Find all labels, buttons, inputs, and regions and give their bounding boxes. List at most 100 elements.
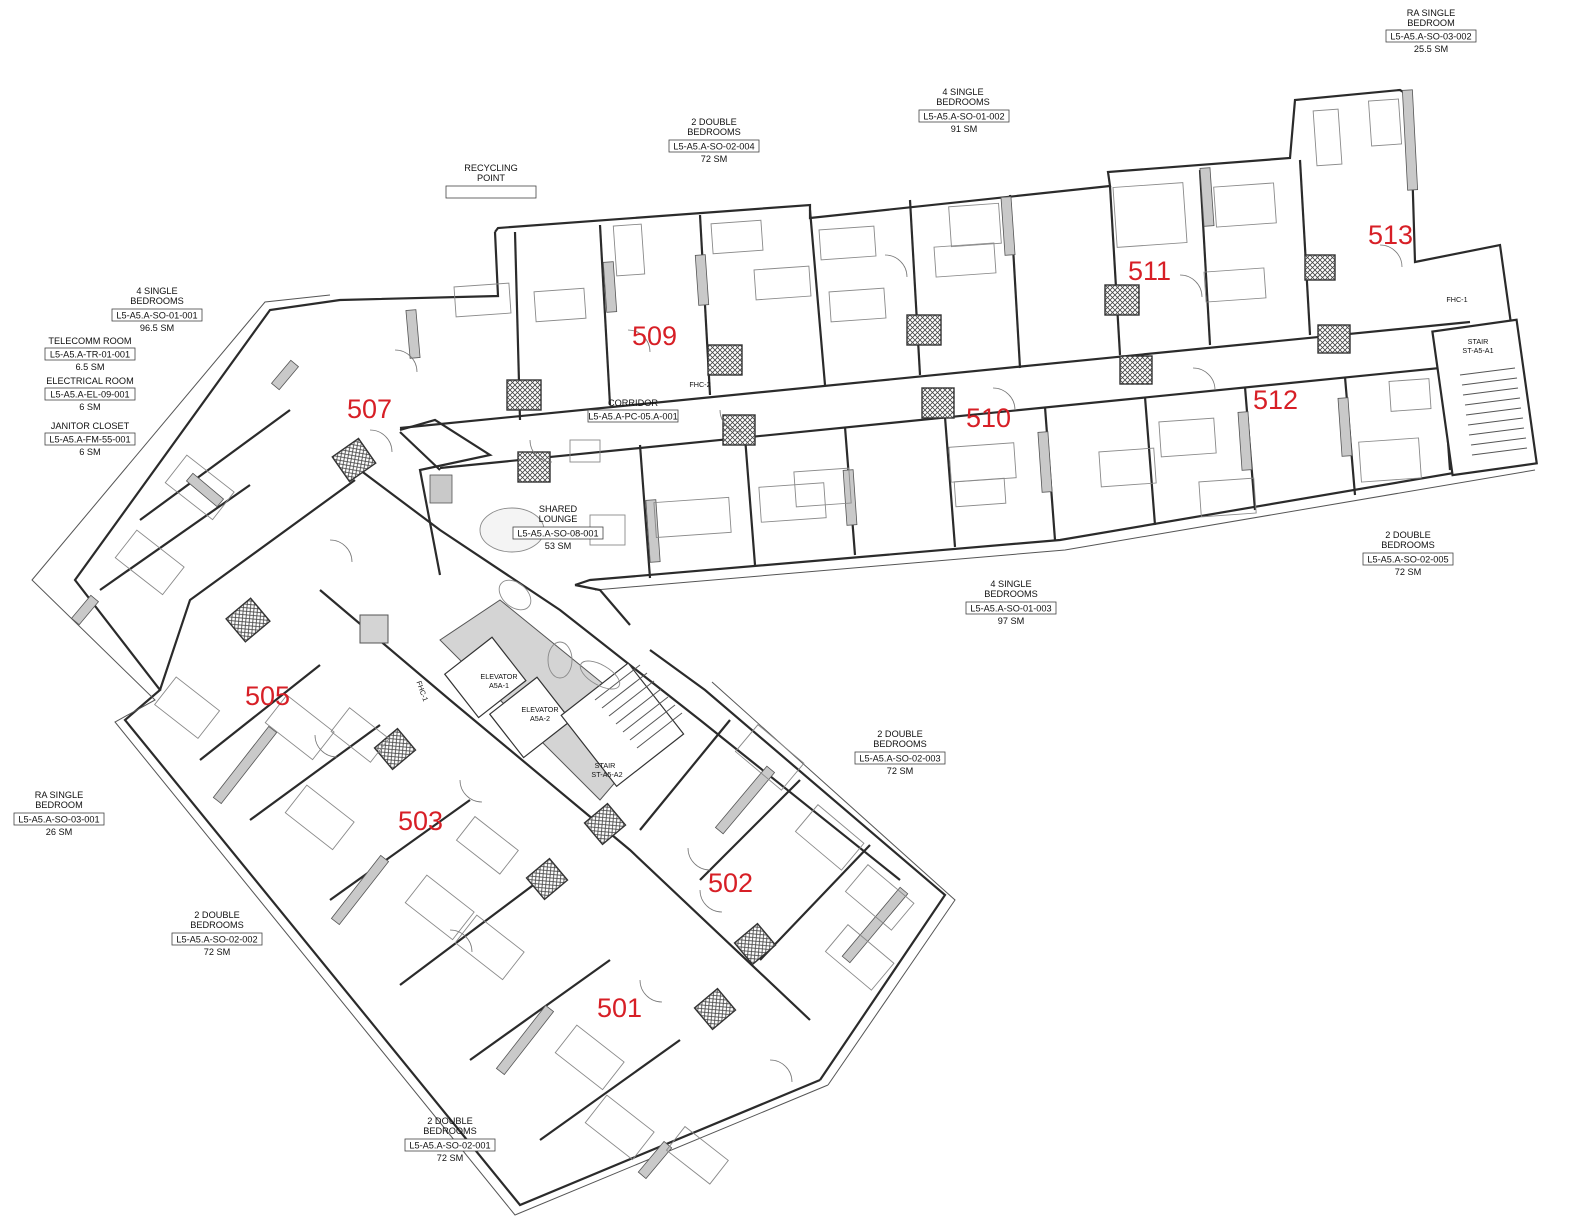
svg-text:L5-A5.A-FM-55-001: L5-A5.A-FM-55-001 (49, 435, 130, 445)
label-fhc-2: FHC-2 (689, 380, 710, 389)
svg-text:4 SINGLE: 4 SINGLE (942, 87, 983, 97)
svg-text:BEDROOMS: BEDROOMS (687, 127, 741, 137)
svg-text:53 SM: 53 SM (545, 541, 572, 551)
svg-text:CORRIDOR: CORRIDOR (608, 398, 658, 408)
label-elevator-1: ELEVATOR (480, 672, 517, 681)
svg-text:BEDROOMS: BEDROOMS (423, 1126, 477, 1136)
svg-text:L5-A5.A-TR-01-001: L5-A5.A-TR-01-001 (50, 350, 130, 360)
svg-text:L5-A5.A-SO-03-001: L5-A5.A-SO-03-001 (18, 815, 99, 825)
svg-text:POINT: POINT (477, 173, 505, 183)
label-ra-single-bedroom-002: RA SINGLE BEDROOM L5-A5.A-SO-03-002 25.5… (1385, 8, 1477, 54)
svg-text:L5-A5.A-EL-09-001: L5-A5.A-EL-09-001 (50, 390, 129, 400)
label-4-single-bedrooms-001: 4 SINGLE BEDROOMS L5-A5.A-SO-01-001 96.5… (111, 286, 203, 333)
label-corridor: CORRIDOR L5-A5.A-PC-05.A-001 (587, 398, 679, 423)
room-number-510: 510 (966, 403, 1011, 433)
room-number-505: 505 (245, 681, 290, 711)
label-2-double-bedrooms-002: 2 DOUBLE BEDROOMS L5-A5.A-SO-02-002 72 S… (171, 910, 263, 957)
label-4-single-bedrooms-003: 4 SINGLE BEDROOMS L5-A5.A-SO-01-003 97 S… (965, 579, 1057, 626)
svg-text:2 DOUBLE: 2 DOUBLE (427, 1116, 472, 1126)
label-fhc-1-east: FHC-1 (1446, 295, 1467, 304)
svg-text:RA SINGLE: RA SINGLE (35, 790, 84, 800)
svg-text:RA SINGLE: RA SINGLE (1407, 8, 1456, 18)
svg-text:ELECTRICAL ROOM: ELECTRICAL ROOM (46, 376, 133, 386)
svg-text:L5-A5.A-SO-08-001: L5-A5.A-SO-08-001 (517, 529, 598, 539)
svg-text:BEDROOMS: BEDROOMS (984, 589, 1038, 599)
svg-text:L5-A5.A-PC-05.A-001: L5-A5.A-PC-05.A-001 (588, 412, 677, 422)
room-number-502: 502 (708, 868, 753, 898)
space-labels: RA SINGLE BEDROOM L5-A5.A-SO-03-002 25.5… (13, 8, 1477, 1163)
label-ra-single-bedroom-001: RA SINGLE BEDROOM L5-A5.A-SO-03-001 26 S… (13, 790, 105, 837)
room-numbers: 501 502 503 505 507 509 510 511 512 513 (245, 220, 1413, 1023)
svg-text:BEDROOMS: BEDROOMS (873, 739, 927, 749)
furniture (114, 98, 1432, 1185)
doors (314, 244, 1403, 1083)
label-elevator-2: ELEVATOR (521, 705, 558, 714)
label-telecomm-room: TELECOMM ROOM L5-A5.A-TR-01-001 6.5 SM (44, 336, 136, 372)
label-2-double-bedrooms-004: 2 DOUBLE BEDROOMS L5-A5.A-SO-02-004 72 S… (668, 117, 760, 164)
svg-text:2 DOUBLE: 2 DOUBLE (877, 729, 922, 739)
svg-text:LOUNGE: LOUNGE (539, 514, 578, 524)
svg-text:97 SM: 97 SM (998, 616, 1025, 626)
svg-text:6 SM: 6 SM (79, 447, 100, 457)
label-stair-a2-code: ST-A5-A2 (591, 770, 622, 779)
room-number-507: 507 (347, 394, 392, 424)
closets (70, 89, 1419, 1180)
label-elevator-2-code: A5A-2 (530, 714, 550, 723)
svg-text:L5-A5.A-SO-01-003: L5-A5.A-SO-01-003 (970, 604, 1051, 614)
label-recycling-point: RECYCLING POINT (445, 163, 537, 199)
label-2-double-bedrooms-001: 2 DOUBLE BEDROOMS L5-A5.A-SO-02-001 72 S… (404, 1116, 496, 1163)
svg-text:72 SM: 72 SM (204, 947, 231, 957)
svg-text:L5-A5.A-SO-03-002: L5-A5.A-SO-03-002 (1390, 32, 1471, 42)
label-janitor-closet: JANITOR CLOSET L5-A5.A-FM-55-001 6 SM (44, 421, 136, 457)
room-number-501: 501 (597, 993, 642, 1023)
svg-text:4 SINGLE: 4 SINGLE (990, 579, 1031, 589)
svg-text:BEDROOM: BEDROOM (35, 800, 82, 810)
svg-text:2 DOUBLE: 2 DOUBLE (691, 117, 736, 127)
svg-text:BEDROOM: BEDROOM (1407, 18, 1454, 28)
room-number-509: 509 (632, 321, 677, 351)
label-stair-a1-code: ST-A5-A1 (1462, 346, 1493, 355)
core-labels: STAIR ST-A5-A1 STAIR ST-A5-A2 ELEVATOR A… (415, 295, 1494, 779)
svg-text:L5-A5.A-SO-02-003: L5-A5.A-SO-02-003 (859, 754, 940, 764)
svg-text:L5-A5.A-SO-02-004: L5-A5.A-SO-02-004 (673, 142, 754, 152)
svg-text:72 SM: 72 SM (887, 766, 914, 776)
svg-text:72 SM: 72 SM (1395, 567, 1422, 577)
svg-text:L5-A5.A-SO-02-001: L5-A5.A-SO-02-001 (409, 1141, 490, 1151)
room-number-503: 503 (398, 806, 443, 836)
svg-text:TELECOMM ROOM: TELECOMM ROOM (48, 336, 131, 346)
unit-partitions (99, 159, 1452, 1141)
shafts (225, 254, 1351, 1031)
svg-text:91 SM: 91 SM (951, 124, 978, 134)
svg-text:L5-A5.A-SO-01-001: L5-A5.A-SO-01-001 (116, 311, 197, 321)
svg-text:SHARED: SHARED (539, 504, 578, 514)
label-4-single-bedrooms-002: 4 SINGLE BEDROOMS L5-A5.A-SO-01-002 91 S… (918, 87, 1010, 134)
svg-text:RECYCLING: RECYCLING (464, 163, 518, 173)
label-shared-lounge: SHARED LOUNGE L5-A5.A-SO-08-001 53 SM (512, 504, 604, 551)
label-stair-a1: STAIR (1468, 337, 1489, 346)
room-number-511: 511 (1128, 256, 1171, 286)
label-2-double-bedrooms-003: 2 DOUBLE BEDROOMS L5-A5.A-SO-02-003 72 S… (854, 729, 946, 776)
room-number-513: 513 (1368, 220, 1413, 250)
vertical-core (359, 318, 1538, 801)
svg-text:BEDROOMS: BEDROOMS (936, 97, 990, 107)
svg-text:26 SM: 26 SM (46, 827, 73, 837)
svg-text:BEDROOMS: BEDROOMS (1381, 540, 1435, 550)
svg-text:72 SM: 72 SM (701, 154, 728, 164)
svg-text:96.5 SM: 96.5 SM (140, 323, 174, 333)
label-2-double-bedrooms-005: 2 DOUBLE BEDROOMS L5-A5.A-SO-02-005 72 S… (1362, 530, 1454, 577)
svg-text:2 DOUBLE: 2 DOUBLE (1385, 530, 1430, 540)
svg-text:L5-A5.A-SO-01-002: L5-A5.A-SO-01-002 (923, 112, 1004, 122)
label-elevator-1-code: A5A-1 (489, 681, 509, 690)
svg-text:25.5 SM: 25.5 SM (1414, 44, 1448, 54)
svg-text:72 SM: 72 SM (437, 1153, 464, 1163)
label-electrical-room: ELECTRICAL ROOM L5-A5.A-EL-09-001 6 SM (44, 376, 136, 412)
room-number-512: 512 (1253, 385, 1298, 415)
label-fhc-1-west: FHC-1 (415, 680, 431, 703)
svg-text:6 SM: 6 SM (79, 402, 100, 412)
svg-text:4 SINGLE: 4 SINGLE (136, 286, 177, 296)
svg-text:2 DOUBLE: 2 DOUBLE (194, 910, 239, 920)
svg-text:BEDROOMS: BEDROOMS (130, 296, 184, 306)
svg-text:JANITOR CLOSET: JANITOR CLOSET (51, 421, 130, 431)
svg-text:L5-A5.A-SO-02-005: L5-A5.A-SO-02-005 (1367, 555, 1448, 565)
